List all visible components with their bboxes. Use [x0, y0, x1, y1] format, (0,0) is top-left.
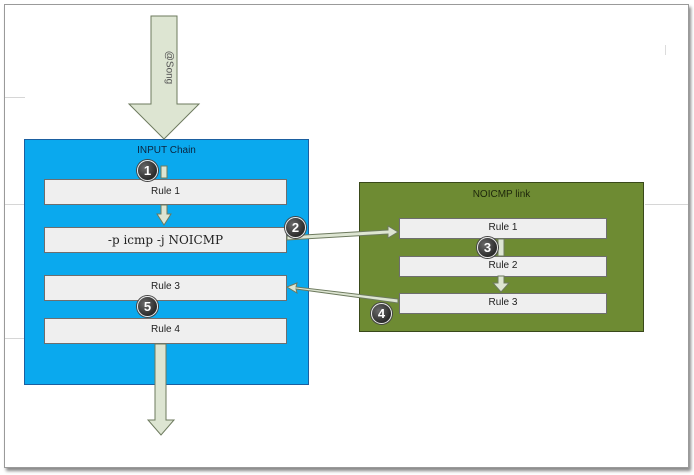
step-1-badge: 1	[137, 160, 158, 181]
flow-arrow-noicmp-rule-2-to-3	[491, 275, 511, 293]
background-guide-line	[5, 338, 25, 339]
step-5-badge: 5	[137, 296, 158, 317]
noicmp-rule-3: Rule 3	[399, 293, 607, 314]
flow-arrow-into-rule-1	[160, 165, 168, 179]
author-watermark: @Song	[163, 50, 175, 85]
background-guide-line	[645, 204, 688, 205]
input-rule-noicmp-jump: -p icmp -j NOICMP	[44, 227, 287, 253]
background-guide-line	[665, 45, 666, 55]
step-2-badge: 2	[285, 217, 306, 238]
input-rule-1: Rule 1	[44, 179, 287, 205]
flow-arrow-noicmp-rule-1-to-2	[497, 238, 505, 257]
flow-arrow-rule-1-to-jump	[156, 204, 172, 226]
input-rule-4: Rule 4	[44, 318, 287, 344]
jump-arrow-to-noicmp	[286, 225, 399, 241]
input-chain-box: INPUT Chain Rule 1 -p icmp -j NOICMP Rul…	[24, 139, 309, 385]
input-chain-title: INPUT Chain	[137, 145, 196, 156]
step-3-badge: 3	[477, 237, 498, 258]
step-4-badge: 4	[371, 303, 392, 324]
entry-arrow	[127, 15, 201, 140]
background-guide-line	[5, 204, 25, 205]
noicmp-link-title: NOICMP link	[472, 189, 531, 200]
input-rule-3: Rule 3	[44, 275, 287, 301]
background-guide-line	[5, 97, 25, 98]
exit-arrow	[146, 343, 176, 436]
return-arrow-to-input	[285, 282, 399, 304]
